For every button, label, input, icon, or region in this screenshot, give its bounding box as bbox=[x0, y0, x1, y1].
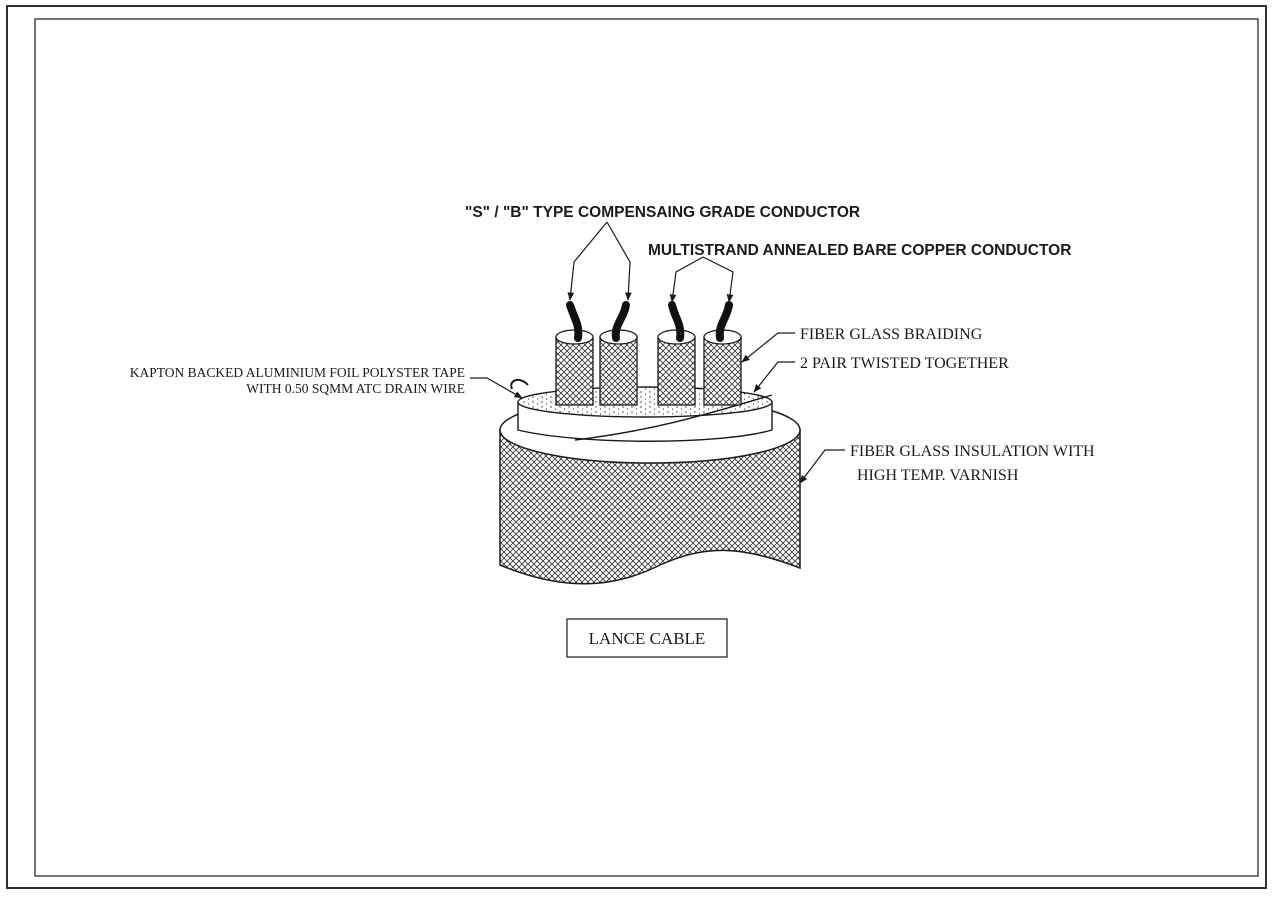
leader-insulation bbox=[799, 449, 845, 484]
leader-compensating bbox=[567, 221, 632, 301]
conductor-2 bbox=[599, 301, 638, 406]
title-text: LANCE CABLE bbox=[589, 629, 706, 648]
label-kapton-line2: WITH 0.50 SQMM ATC DRAIN WIRE bbox=[246, 381, 465, 396]
label-braiding: FIBER GLASS BRAIDING bbox=[800, 326, 983, 343]
leader-braiding bbox=[741, 332, 795, 363]
conductor-1 bbox=[555, 301, 594, 406]
label-kapton-line1: KAPTON BACKED ALUMINIUM FOIL POLYSTER TA… bbox=[130, 365, 465, 380]
title-box: LANCE CABLE bbox=[566, 618, 728, 658]
label-twisted: 2 PAIR TWISTED TOGETHER bbox=[800, 355, 1009, 372]
outer-border bbox=[6, 5, 1267, 889]
conductor-4 bbox=[703, 301, 742, 406]
label-insulation-line1: FIBER GLASS INSULATION WITH bbox=[850, 443, 1095, 460]
leader-twisted bbox=[753, 361, 795, 393]
label-compensating-conductor: "S" / "B" TYPE COMPENSAING GRADE CONDUCT… bbox=[465, 204, 860, 221]
inner-border bbox=[34, 18, 1259, 877]
label-copper-conductor: MULTISTRAND ANNEALED BARE COPPER CONDUCT… bbox=[648, 242, 1071, 259]
label-insulation-line2: HIGH TEMP. VARNISH bbox=[857, 467, 1019, 484]
conductor-3 bbox=[657, 301, 696, 406]
leader-kapton bbox=[470, 377, 523, 399]
leader-copper bbox=[669, 256, 734, 303]
